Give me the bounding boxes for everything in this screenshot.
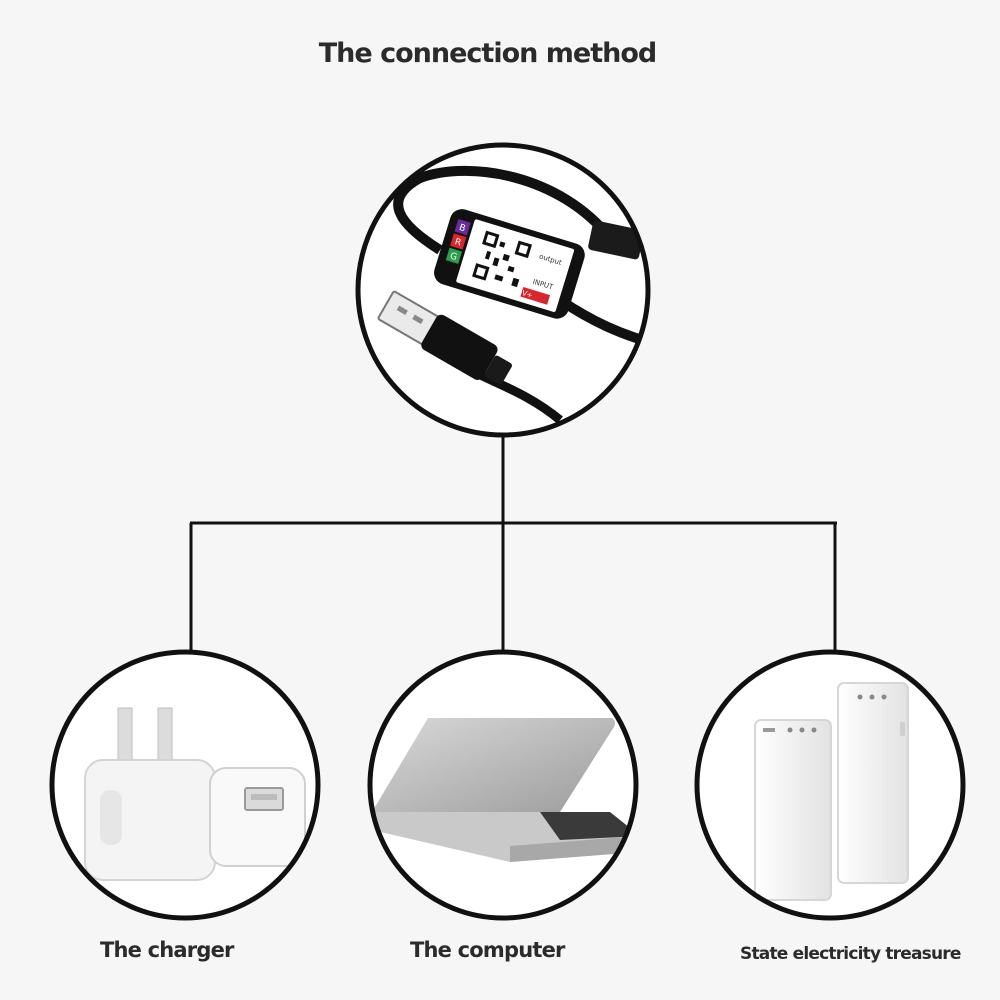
channel-label: B xyxy=(458,223,467,234)
connector-lines xyxy=(189,435,837,652)
channel-label: G xyxy=(449,251,459,263)
laptop-icon xyxy=(367,649,639,921)
node-label-treasure: State electricity treasure xyxy=(740,944,961,964)
wall-charger-icon xyxy=(49,649,321,921)
channel-label: R xyxy=(453,237,462,248)
diagram-title: The connection method xyxy=(318,38,657,69)
usb-bluetooth-controller-icon: B R G output INPUT V+ xyxy=(355,142,651,438)
node-label-computer: The computer xyxy=(410,938,565,962)
power-bank-icon xyxy=(694,649,966,921)
channel-label: V+ xyxy=(521,289,534,300)
node-label-charger: The charger xyxy=(100,938,234,962)
